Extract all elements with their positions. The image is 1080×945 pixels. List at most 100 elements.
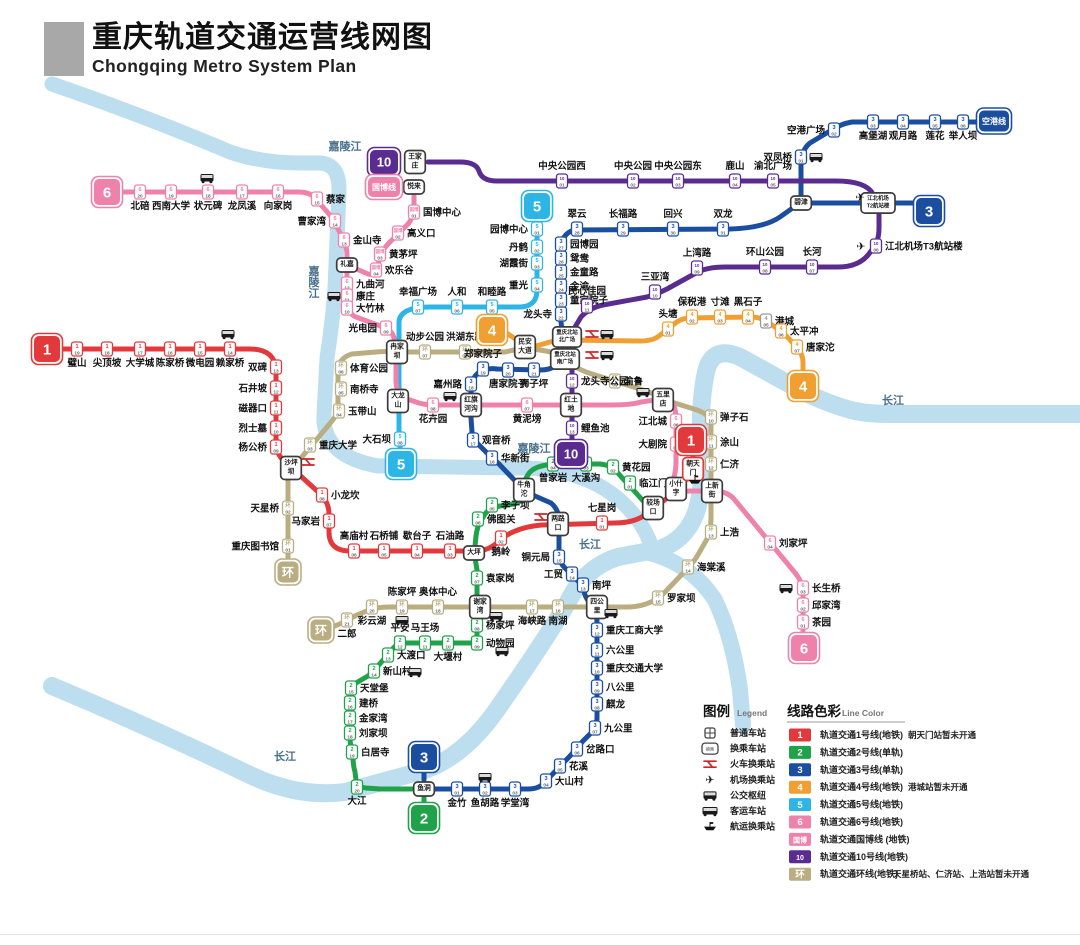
transfer-label: 湾 [477, 605, 484, 614]
station-box [478, 781, 492, 797]
line-badge-3: 3 [912, 194, 946, 228]
station-box [411, 299, 425, 315]
station-box [340, 612, 354, 628]
station-label: 二郎 [337, 628, 357, 640]
station-box [790, 339, 804, 355]
station-number: 17 [239, 193, 245, 199]
river-path [637, 544, 751, 733]
station-line-number: 1 [274, 362, 277, 368]
station-label: 唐家院子 [489, 378, 528, 390]
transfer-label: 牛角 [517, 479, 531, 488]
station-number: 08 [462, 353, 468, 359]
station-line-number: 1 [448, 546, 451, 552]
line-color-chip [789, 780, 811, 794]
station-line-number: 3 [532, 365, 535, 371]
river-label: 嘉陵江 [328, 139, 362, 153]
station-box [443, 543, 457, 559]
station-number: 23 [558, 301, 564, 307]
station-number: 09 [694, 269, 700, 275]
station-number: 14 [569, 575, 575, 581]
transfer-label: 上新 [705, 480, 719, 489]
station-label: 寸滩 [710, 296, 730, 308]
station-number: 11 [594, 651, 599, 657]
station-line-number: 3 [621, 224, 624, 230]
station-label: 曹家湾 [297, 216, 326, 228]
station-box [595, 515, 609, 531]
station-box [332, 403, 346, 419]
station-label: 鹿山 [724, 160, 744, 172]
title-square [44, 22, 84, 76]
line-color-title-en: Line Color [842, 708, 885, 718]
station-line-number: 环 [708, 457, 714, 465]
transfer-box [664, 476, 688, 502]
station-label: 北碚 [130, 200, 150, 212]
station-box [681, 559, 695, 575]
transfer-box [279, 455, 303, 481]
transfer-box [412, 781, 436, 797]
station-number: 14 [227, 350, 233, 356]
bus-icon [327, 292, 341, 302]
station-box [393, 431, 407, 447]
station-line-number: 1 [382, 546, 385, 552]
station-label: 莲花 [925, 130, 945, 142]
station-box [379, 320, 393, 336]
bottom-edge [0, 934, 1080, 935]
station-label: 翠云 [567, 209, 587, 220]
station-label: 上浩 [720, 527, 740, 539]
station-number: 14 [685, 568, 691, 574]
station-number: 17 [470, 441, 476, 447]
station-line-number: 6 [384, 323, 387, 329]
line-badge-text: 2 [420, 810, 428, 827]
station-label: 龙头寺公园 [580, 376, 629, 388]
station-number: 07 [422, 353, 428, 359]
station-box [565, 420, 579, 436]
station-line-number: 1 [105, 344, 108, 350]
station-line-number: 3 [559, 281, 562, 287]
station-number: 18 [104, 350, 110, 356]
station-box [369, 262, 383, 278]
station-label: 马王场 [411, 622, 440, 634]
station-line-number: 2 [348, 713, 351, 719]
station-line-number: 3 [595, 682, 598, 688]
station-box [426, 397, 440, 413]
transfer-label: 四公 [590, 597, 604, 605]
station-number: 04 [543, 782, 549, 788]
station-line-number: 环 [336, 404, 342, 412]
station-box [608, 373, 622, 389]
station-number: 03 [307, 446, 313, 452]
station-line-number: 环 [655, 591, 661, 599]
station-line-number: 2 [423, 638, 426, 644]
station-number: 11 [584, 307, 589, 313]
station-line-number: 10 [874, 241, 879, 246]
station-line-number: 2 [355, 782, 358, 788]
station-box [431, 599, 445, 615]
bus-icon [478, 773, 492, 783]
station-number: 08 [430, 406, 436, 412]
transfer-label: 门 [690, 467, 697, 476]
station-line-number: 环 [529, 600, 535, 608]
station-label: 学堂湾 [501, 797, 530, 809]
station-number: 19 [74, 350, 80, 356]
station-number: 11 [708, 443, 713, 449]
station-line-number: 3 [490, 453, 493, 459]
station-box [651, 590, 665, 606]
